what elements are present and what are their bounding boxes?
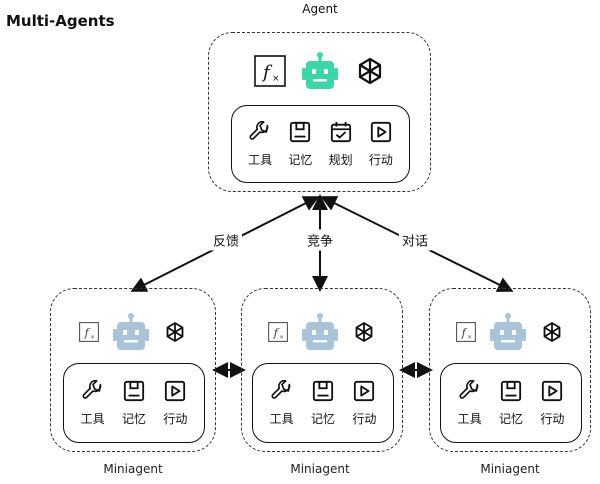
tool-label: 行动 <box>368 152 393 167</box>
wrench-icon <box>271 379 290 399</box>
agent-panel: f × 工具 <box>208 32 431 192</box>
function-icon: f × <box>253 55 286 87</box>
openai-icon <box>543 322 561 342</box>
tool-item-tools: 工具 <box>457 379 482 427</box>
robot-icon <box>113 313 149 350</box>
floppy-icon <box>123 380 145 401</box>
play-icon <box>370 121 391 142</box>
miniagent-tools-box: 工具 记忆 行动 <box>63 363 205 443</box>
svg-text:f: f <box>273 326 280 339</box>
function-icon: f × <box>456 322 476 342</box>
tool-label: 行动 <box>540 411 565 426</box>
tool-label: 记忆 <box>498 411 523 426</box>
tool-label: 行动 <box>352 411 377 426</box>
openai-icon <box>166 322 184 342</box>
miniagent-tools-box: 工具 记忆 行动 <box>252 363 394 443</box>
svg-text:×: × <box>467 334 472 340</box>
tool-item-memory: 记忆 <box>288 121 312 168</box>
tool-label: 工具 <box>269 411 294 426</box>
robot-icon <box>490 313 526 350</box>
play-icon <box>165 380 186 401</box>
svg-text:×: × <box>90 334 95 340</box>
agent-label: Agent <box>302 2 338 16</box>
tool-label: 工具 <box>248 152 273 167</box>
robot-icon <box>301 52 338 89</box>
miniagent-panel: f × 工具 <box>50 288 216 452</box>
miniagent-label: Miniagent <box>480 462 540 476</box>
openai-icon <box>358 57 381 85</box>
wrench-icon <box>459 379 478 399</box>
edge-label-feedback: 反馈 <box>209 229 243 251</box>
tool-label: 规划 <box>328 152 353 167</box>
svg-text:×: × <box>272 74 280 84</box>
tool-item-tools: 工具 <box>269 379 294 427</box>
play-icon <box>542 380 563 401</box>
play-icon <box>354 380 375 401</box>
tool-item-tools: 工具 <box>80 379 105 427</box>
function-icon: f × <box>268 322 288 342</box>
edge-label-compete: 竞争 <box>303 229 337 251</box>
wrench-icon <box>249 120 269 140</box>
miniagent-panel: f × 工具 <box>429 288 591 452</box>
tool-item-memory: 记忆 <box>499 380 523 427</box>
tool-item-action: 行动 <box>369 121 393 168</box>
floppy-icon <box>312 380 334 401</box>
svg-text:f: f <box>84 326 91 339</box>
miniagent-label: Miniagent <box>290 462 350 476</box>
tool-item-action: 行动 <box>163 380 187 427</box>
edge-label-dialogue: 对话 <box>398 229 432 251</box>
tool-item-action: 行动 <box>352 380 376 427</box>
tool-label: 工具 <box>80 411 105 426</box>
wrench-icon <box>82 379 101 399</box>
floppy-icon <box>500 380 522 401</box>
tool-item-tools: 工具 <box>248 120 273 168</box>
tool-label: 记忆 <box>288 152 313 167</box>
tool-item-memory: 记忆 <box>311 380 335 427</box>
diagram-title: Multi-Agents <box>6 12 115 30</box>
svg-text:f: f <box>461 326 468 339</box>
tool-label: 记忆 <box>121 411 146 426</box>
tool-item-plan: 规划 <box>329 121 353 168</box>
tool-label: 工具 <box>457 411 482 426</box>
function-icon: f × <box>79 322 99 342</box>
floppy-icon <box>290 121 311 142</box>
tool-label: 行动 <box>163 411 188 426</box>
calendar-check-icon <box>330 121 351 142</box>
svg-text:×: × <box>279 334 284 340</box>
robot-icon <box>302 313 338 350</box>
miniagent-tools-box: 工具 记忆 行动 <box>440 363 582 443</box>
miniagent-panel: f × 工具 <box>241 288 403 452</box>
tool-label: 记忆 <box>310 411 335 426</box>
miniagent-label: Miniagent <box>103 462 163 476</box>
agent-tools-box: 工具 记忆 规划 行动 <box>231 105 410 183</box>
openai-icon <box>355 322 373 342</box>
tool-item-action: 行动 <box>540 380 564 427</box>
tool-item-memory: 记忆 <box>122 380 146 427</box>
